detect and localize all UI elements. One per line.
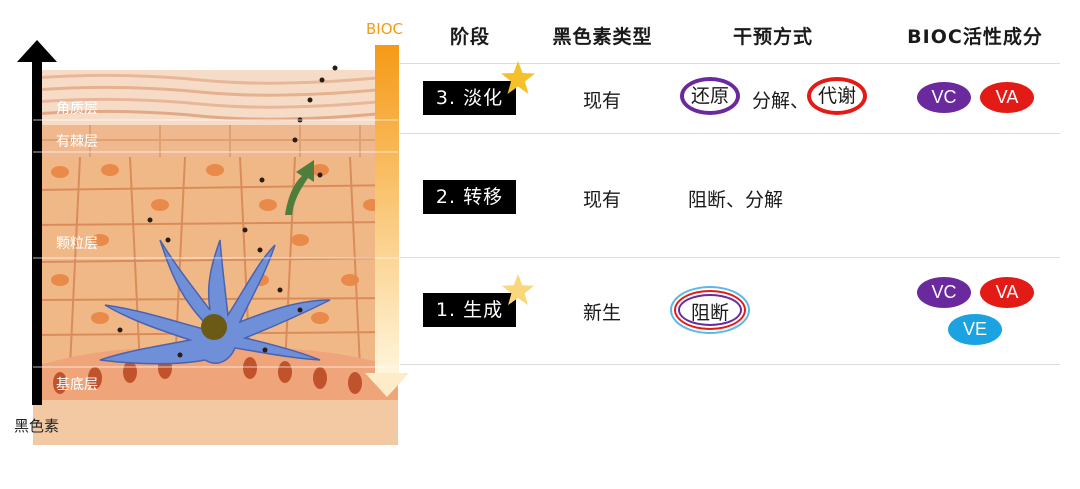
melanin-type: 现有 <box>583 90 622 112</box>
layer-label-granular: 颗粒层 <box>56 236 98 252</box>
layer-label-stratum-corneum: 角质层 <box>56 101 98 117</box>
divider <box>400 133 1060 134</box>
ingredient-badge-ve: VE <box>948 314 1002 345</box>
melanin-type: 现有 <box>583 189 622 211</box>
intervention-block-text: 阻断 <box>690 302 729 324</box>
stage-badge: 2. 转移 <box>423 180 516 214</box>
intervention-metabolize: 代谢 <box>807 77 867 115</box>
intervention-metabolize-text: 代谢 <box>817 85 856 107</box>
skin-cross-section <box>17 40 409 445</box>
ingredient-badge-vc: VC <box>917 82 971 113</box>
layer-label-basal: 基底层 <box>56 377 98 393</box>
melanin-arrow-label: 黑色素 <box>14 417 60 435</box>
ingredient-badge-va: VA <box>980 277 1034 308</box>
stage-badge: 1. 生成 <box>423 293 516 327</box>
layer-label-spinous: 有棘层 <box>56 134 98 150</box>
intervention-reduce-text: 还原 <box>690 85 729 107</box>
intervention-block: 阻断 <box>670 286 750 334</box>
stage-badge: 3. 淡化 <box>423 81 516 115</box>
header-melanin-type: 黑色素类型 <box>552 26 653 48</box>
header-stage: 阶段 <box>449 26 490 48</box>
header-intervention: 干预方式 <box>732 26 813 48</box>
skin-illustration <box>0 0 410 485</box>
divider <box>400 63 1060 64</box>
intervention-block-ring <box>674 290 746 330</box>
intervention-reduce: 还原 <box>680 77 740 115</box>
intervention-block-ring-inner <box>678 294 742 326</box>
divider <box>400 364 1060 365</box>
intervention-text: 阻断、分解 <box>688 189 784 211</box>
ingredient-badge-vc: VC <box>917 277 971 308</box>
star-icon <box>501 273 535 306</box>
bioc-arrow-label: BIOC <box>366 20 403 38</box>
intervention-middle: 分解、 <box>752 90 810 112</box>
divider <box>400 257 1060 258</box>
star-icon <box>501 61 535 94</box>
melanin-type: 新生 <box>583 302 622 324</box>
header-bioc: BIOC活性成分 <box>907 26 1043 48</box>
ingredient-badge-va: VA <box>980 82 1034 113</box>
